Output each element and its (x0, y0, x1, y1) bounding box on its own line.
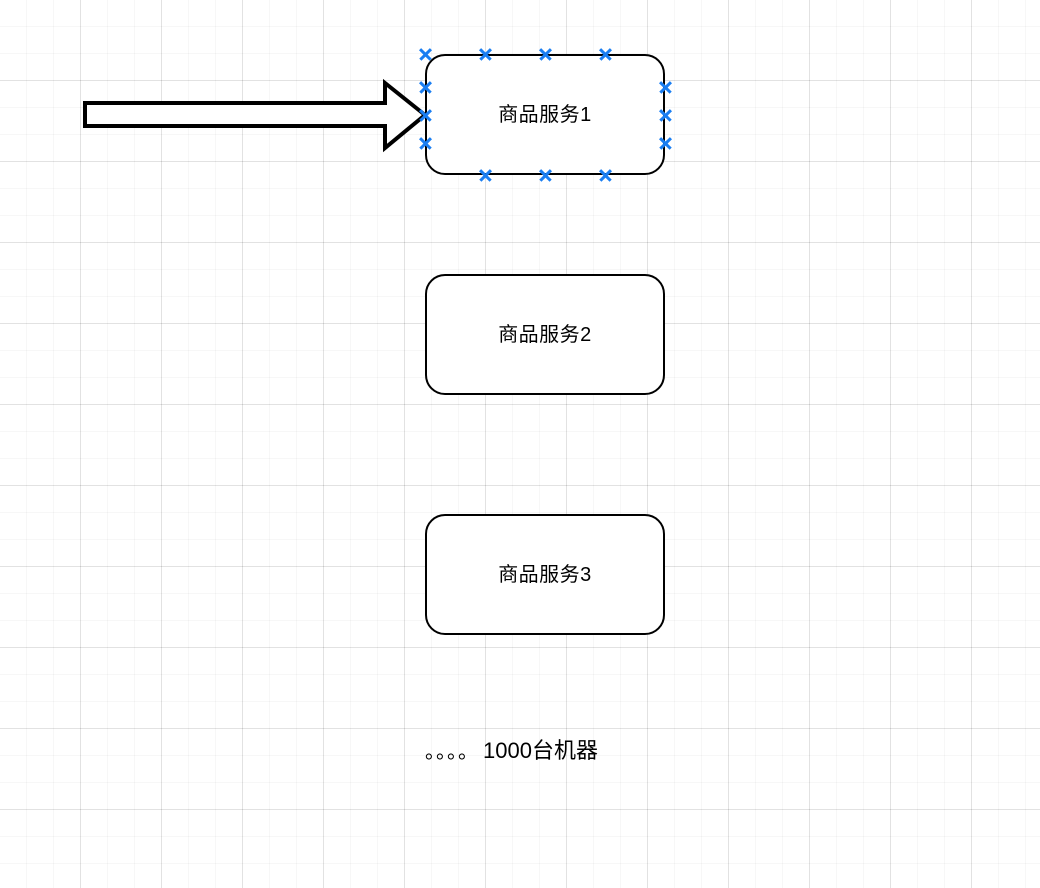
node-service-1[interactable]: 商品服务1 (425, 54, 665, 175)
node-service-3-label: 商品服务3 (498, 563, 592, 586)
x-handle-icon-top-center-right[interactable] (597, 46, 613, 62)
x-handle-icon-bottom-center[interactable] (537, 167, 553, 183)
x-handle-icon-bottom-center-left[interactable] (477, 167, 493, 183)
node-service-1-label: 商品服务1 (498, 103, 592, 126)
x-handle-icon-left-lower[interactable] (417, 135, 433, 151)
x-handle-icon-left-middle[interactable] (417, 107, 433, 123)
machine-count-note: 。。。。 1000台机器 (425, 738, 598, 763)
x-handle-icon-right-upper[interactable] (657, 79, 673, 95)
x-handle-icon-right-lower[interactable] (657, 135, 673, 151)
x-handle-icon-bottom-center-right[interactable] (597, 167, 613, 183)
x-handle-icon-right-middle[interactable] (657, 107, 673, 123)
node-service-3[interactable]: 商品服务3 (425, 514, 665, 635)
machine-count-label: 1000台机器 (483, 738, 598, 763)
node-service-2[interactable]: 商品服务2 (425, 274, 665, 395)
node-service-2-label: 商品服务2 (498, 323, 592, 346)
x-handle-icon-left-upper[interactable] (417, 79, 433, 95)
x-handle-icon-top-center[interactable] (537, 46, 553, 62)
ellipsis-dots: 。。。。 (425, 741, 479, 763)
x-handle-icon-top-center-left[interactable] (477, 46, 493, 62)
x-handle-icon-top-left-corner[interactable] (417, 46, 433, 62)
inbound-block-arrow[interactable] (80, 76, 435, 156)
arrow-shape[interactable] (85, 83, 425, 148)
